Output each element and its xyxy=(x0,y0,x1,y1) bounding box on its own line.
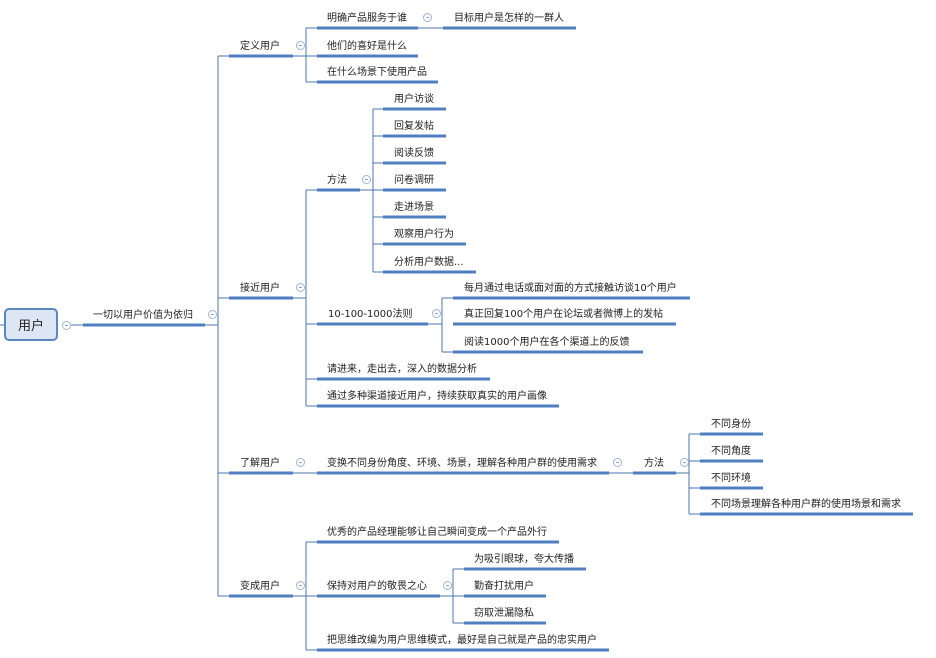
node-understand-item[interactable]: 不同身份 xyxy=(711,419,751,430)
node-method-item[interactable]: 问卷调研 xyxy=(394,175,434,186)
node-rule-item[interactable]: 阅读1000个用户在各个渠道上的反馈 xyxy=(464,337,630,348)
collapse-understand-method-icon[interactable] xyxy=(680,458,689,467)
collapse-rule-icon[interactable] xyxy=(432,309,441,318)
node-understand-item[interactable]: 不同角度 xyxy=(711,446,751,457)
node-define-subitem[interactable]: 目标用户是怎样的一群人 xyxy=(454,13,564,24)
node-understand-desc[interactable]: 变换不同身份角度、环境、场景，理解各种用户群的使用需求 xyxy=(327,458,597,469)
node-approach-item[interactable]: 请进来，走出去，深入的数据分析 xyxy=(327,364,477,375)
collapse-approach-users-icon[interactable] xyxy=(296,283,305,292)
node-method-item[interactable]: 阅读反馈 xyxy=(394,148,434,159)
collapse-understand-desc-icon[interactable] xyxy=(613,458,622,467)
node-method-item[interactable]: 回复发帖 xyxy=(394,121,434,132)
node-define-item[interactable]: 他们的喜好是什么 xyxy=(327,41,407,52)
node-method-item[interactable]: 走进场景 xyxy=(394,202,434,213)
node-rule-item[interactable]: 每月通过电话或面对面的方式接触访谈10个用户 xyxy=(464,283,677,294)
collapse-root-icon[interactable] xyxy=(62,321,71,330)
node-define-users[interactable]: 定义用户 xyxy=(240,41,280,52)
node-understand-users[interactable]: 了解用户 xyxy=(240,458,280,469)
node-rule-item[interactable]: 真正回复100个用户在论坛或者微博上的发帖 xyxy=(464,309,664,320)
node-method-item[interactable]: 观察用户行为 xyxy=(394,229,454,240)
node-become-subitem[interactable]: 窃取泄漏隐私 xyxy=(474,608,534,619)
node-understand-item[interactable]: 不同环境 xyxy=(711,473,751,484)
node-become-item[interactable]: 把思维改编为用户思维模式，最好是自己就是产品的忠实用户 xyxy=(327,635,597,646)
node-understand-item[interactable]: 不同场景理解各种用户群的使用场景和需求 xyxy=(711,499,901,510)
node-become-users[interactable]: 变成用户 xyxy=(240,581,280,592)
node-understand-method[interactable]: 方法 xyxy=(644,458,664,469)
collapse-become-item-icon[interactable] xyxy=(443,581,452,590)
collapse-approach-method-icon[interactable] xyxy=(362,175,371,184)
node-become-subitem[interactable]: 勤奋打扰用户 xyxy=(474,581,534,592)
collapse-core-principle-icon[interactable] xyxy=(208,310,217,319)
node-become-item[interactable]: 优秀的产品经理能够让自己瞬间变成一个产品外行 xyxy=(327,527,547,538)
node-approach-item[interactable]: 通过多种渠道接近用户，持续获取真实的用户画像 xyxy=(327,391,547,402)
node-method-item[interactable]: 用户访谈 xyxy=(394,94,434,105)
root-node[interactable]: 用户 xyxy=(4,308,58,341)
node-become-subitem[interactable]: 为吸引眼球，夸大传播 xyxy=(474,554,574,565)
node-approach-method[interactable]: 方法 xyxy=(327,175,347,186)
collapse-understand-users-icon[interactable] xyxy=(296,458,305,467)
collapse-define-item-icon[interactable] xyxy=(423,13,432,22)
node-define-item[interactable]: 明确产品服务于谁 xyxy=(327,13,407,24)
node-become-item[interactable]: 保持对用户的敬畏之心 xyxy=(327,581,427,592)
collapse-define-users-icon[interactable] xyxy=(296,41,305,50)
node-method-item[interactable]: 分析用户数据... xyxy=(394,257,464,268)
node-approach-users[interactable]: 接近用户 xyxy=(240,283,280,294)
node-rule[interactable]: 10-100-1000法则 xyxy=(328,309,413,320)
node-core-principle[interactable]: 一切以用户价值为依归 xyxy=(93,310,193,321)
root-label: 用户 xyxy=(17,319,44,334)
node-define-item[interactable]: 在什么场景下使用产品 xyxy=(327,67,427,78)
collapse-become-users-icon[interactable] xyxy=(296,581,305,590)
